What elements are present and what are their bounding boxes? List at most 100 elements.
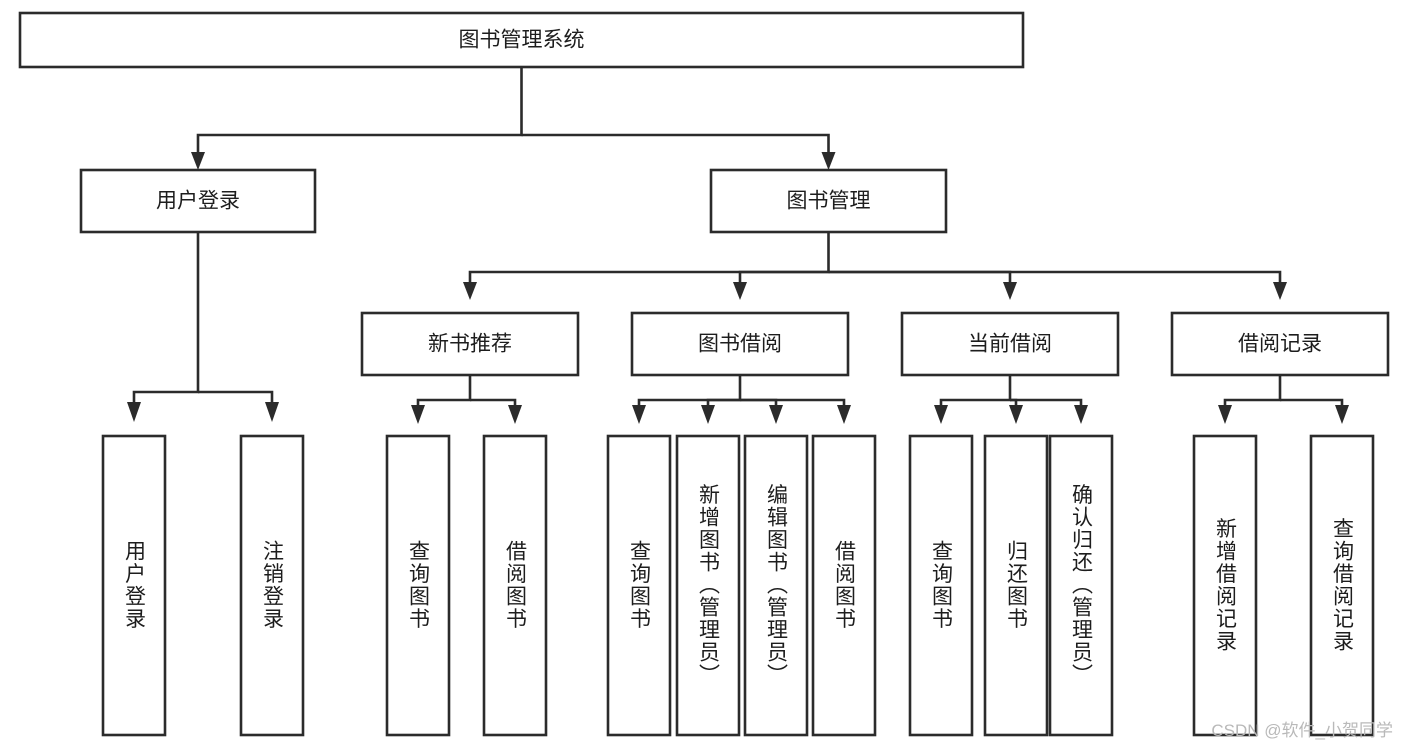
arrow-head-leaf-add-record: [1218, 405, 1232, 424]
connector-line-bm-current-borrow: [828, 270, 1012, 285]
connector-line-bb-leaf1: [637, 375, 742, 408]
node-leaf-add-book-label: 新增图书（管理员）: [697, 484, 721, 687]
node-leaf-query-book-c-label: 查询图书: [930, 540, 954, 630]
connector-line-bm-book-borrow: [738, 270, 829, 285]
node-leaf-edit-book-label: 编辑图书（管理员）: [765, 484, 789, 687]
node-leaf-borrow-book-rec-box[interactable]: [482, 434, 548, 737]
node-new-book-rec-box[interactable]: [360, 311, 580, 377]
arrow-head-book-manage: [821, 152, 836, 170]
node-leaf-query-book-rec-box[interactable]: [385, 434, 451, 737]
connector-book-borrow-to-leaves: [632, 375, 851, 424]
connector-line-nbr-leaf2: [470, 398, 517, 408]
node-leaf-edit-book[interactable]: 编辑图书（管理员）: [743, 434, 809, 737]
node-leaf-user-login-label: 用户登录: [123, 540, 147, 630]
node-leaf-borrow-book-rec-label: 借阅图书: [504, 540, 528, 630]
node-borrow-record[interactable]: 借阅记录: [1170, 311, 1390, 377]
connector-borrow-record-to-leaves: [1218, 375, 1349, 424]
node-leaf-confirm-return[interactable]: 确认归还（管理员）: [1048, 434, 1114, 737]
connector-line-root-user-login: [196, 67, 523, 155]
node-leaf-query-book-b-label: 查询图书: [628, 540, 652, 630]
watermark: CSDN @软件_小贺同学: [1211, 721, 1393, 740]
node-current-borrow-box[interactable]: [900, 311, 1120, 377]
node-leaf-query-book-rec[interactable]: 查询图书: [385, 434, 451, 737]
node-new-book-rec[interactable]: 新书推荐: [360, 311, 580, 377]
connector-book-manage-to-level3: [463, 232, 1287, 300]
connector-line-nbr-leaf1: [416, 375, 472, 408]
arrow-head-leaf-return-book: [1009, 405, 1023, 424]
connector-current-borrow-to-leaves: [934, 375, 1088, 424]
node-book-borrow[interactable]: 图书借阅: [630, 311, 850, 377]
node-leaf-add-book[interactable]: 新增图书（管理员）: [675, 434, 741, 737]
node-leaf-query-book-c[interactable]: 查询图书: [908, 434, 974, 737]
connector-line-bb-leaf4: [740, 398, 846, 408]
node-leaf-return-book-label: 归还图书: [1005, 540, 1029, 630]
node-leaf-query-book-b[interactable]: 查询图书: [606, 434, 672, 737]
node-user-login[interactable]: 用户登录: [79, 168, 317, 234]
arrow-head-leaf-borrow-book-b: [837, 405, 851, 424]
node-root-label: 图书管理系统: [459, 29, 585, 52]
arrow-head-leaf-edit-book: [769, 405, 783, 424]
node-root-box[interactable]: [18, 11, 1025, 69]
node-current-borrow[interactable]: 当前借阅: [900, 311, 1120, 377]
node-book-manage[interactable]: 图书管理: [709, 168, 948, 234]
connector-line-br-leaf1: [1223, 375, 1282, 408]
node-leaf-query-record-label: 查询借阅记录: [1331, 518, 1355, 653]
connector-user-login-to-leaves: [127, 232, 279, 422]
arrow-head-new-book-rec: [463, 282, 477, 300]
node-leaf-borrow-book-b-label: 借阅图书: [833, 540, 857, 630]
node-leaf-logout[interactable]: 注销登录: [239, 434, 305, 737]
arrow-head-leaf-confirm-return: [1074, 405, 1088, 424]
arrow-head-leaf-query-book-c: [934, 405, 948, 424]
node-root[interactable]: 图书管理系统: [18, 11, 1025, 69]
node-user-login-label: 用户登录: [156, 190, 240, 213]
node-book-borrow-box[interactable]: [630, 311, 850, 377]
connector-root-to-level2: [191, 67, 836, 170]
node-user-login-box[interactable]: [79, 168, 317, 234]
node-leaf-return-book-box[interactable]: [983, 434, 1049, 737]
connector-line-bm-new-book-rec: [468, 232, 830, 285]
arrow-head-current-borrow: [1003, 282, 1017, 300]
node-borrow-record-label: 借阅记录: [1238, 333, 1322, 356]
connector-line-cb-leaf1: [939, 375, 1012, 408]
node-book-manage-label: 图书管理: [787, 190, 871, 213]
node-leaf-logout-label: 注销登录: [261, 540, 285, 630]
node-leaf-user-login[interactable]: 用户登录: [101, 434, 167, 737]
arrow-head-leaf-add-book: [701, 405, 715, 424]
node-leaf-logout-box[interactable]: [239, 434, 305, 737]
node-leaf-return-book[interactable]: 归还图书: [983, 434, 1049, 737]
arrow-head-leaf-query-book-rec: [411, 405, 425, 424]
arrow-head-leaf-borrow-book-rec: [508, 405, 522, 424]
arrow-head-book-borrow: [733, 282, 747, 300]
connector-line-ul-leaf2: [198, 390, 274, 405]
node-book-borrow-label: 图书借阅: [698, 333, 782, 356]
connector-line-br-leaf2: [1280, 398, 1344, 408]
arrow-head-borrow-record: [1273, 282, 1287, 300]
node-leaf-borrow-book-rec[interactable]: 借阅图书: [482, 434, 548, 737]
node-leaf-confirm-return-box[interactable]: [1048, 434, 1114, 737]
node-leaf-borrow-book-b[interactable]: 借阅图书: [811, 434, 877, 737]
node-leaf-query-record-box[interactable]: [1309, 434, 1375, 737]
connector-line-bm-borrow-record: [828, 270, 1282, 285]
node-leaf-query-book-c-box[interactable]: [908, 434, 974, 737]
connector-line-ul-leaf1: [132, 232, 200, 405]
connector-new-book-rec-to-leaves: [411, 375, 522, 424]
node-leaf-borrow-book-b-box[interactable]: [811, 434, 877, 737]
node-leaf-query-book-b-box[interactable]: [606, 434, 672, 737]
arrow-head-leaf-query-record: [1335, 405, 1349, 424]
node-leaf-add-book-box[interactable]: [675, 434, 741, 737]
node-leaf-add-record-box[interactable]: [1192, 434, 1258, 737]
node-leaf-edit-book-box[interactable]: [743, 434, 809, 737]
node-leaf-user-login-box[interactable]: [101, 434, 167, 737]
node-leaf-confirm-return-label: 确认归还（管理员）: [1070, 484, 1094, 687]
node-leaf-add-record[interactable]: 新增借阅记录: [1192, 434, 1258, 737]
node-leaf-query-record[interactable]: 查询借阅记录: [1309, 434, 1375, 737]
node-book-manage-box[interactable]: [709, 168, 948, 234]
node-leaf-add-record-label: 新增借阅记录: [1214, 518, 1238, 653]
arrow-head-leaf-query-book-b: [632, 405, 646, 424]
arrow-head-leaf-logout: [265, 402, 279, 422]
connector-line-root-book-manage: [521, 133, 830, 155]
arrow-head-user-login: [191, 152, 205, 170]
node-borrow-record-box[interactable]: [1170, 311, 1390, 377]
